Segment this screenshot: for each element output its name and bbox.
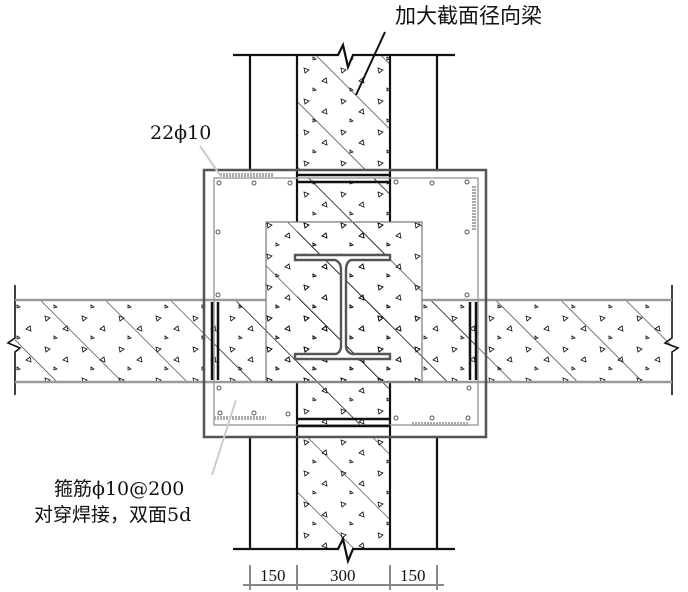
beam-title-label: 加大截面径向梁 (395, 4, 542, 28)
dimension-line (243, 565, 444, 590)
stirrup-leader (211, 399, 237, 476)
title-leader (355, 31, 386, 96)
original-column-outline (265, 221, 423, 383)
column-lines (248, 55, 439, 549)
stirrup-label: 箍筋ϕ10@200 (54, 478, 185, 500)
break-symbol (6, 41, 680, 565)
rebar-dots (215, 179, 472, 421)
welded-bars (214, 173, 476, 426)
rebar-leader (199, 145, 223, 179)
dimension-right: 150 (400, 566, 426, 585)
steel-i-beam (293, 253, 392, 361)
steel-plates (210, 173, 478, 428)
dimension-left: 150 (260, 566, 286, 585)
enlarged-section-outline (202, 168, 488, 439)
dimension-center: 300 (330, 566, 356, 585)
weld-label: 对穿焊接，双面5d (34, 504, 192, 526)
rebar-label: 22ϕ10 (150, 122, 212, 144)
